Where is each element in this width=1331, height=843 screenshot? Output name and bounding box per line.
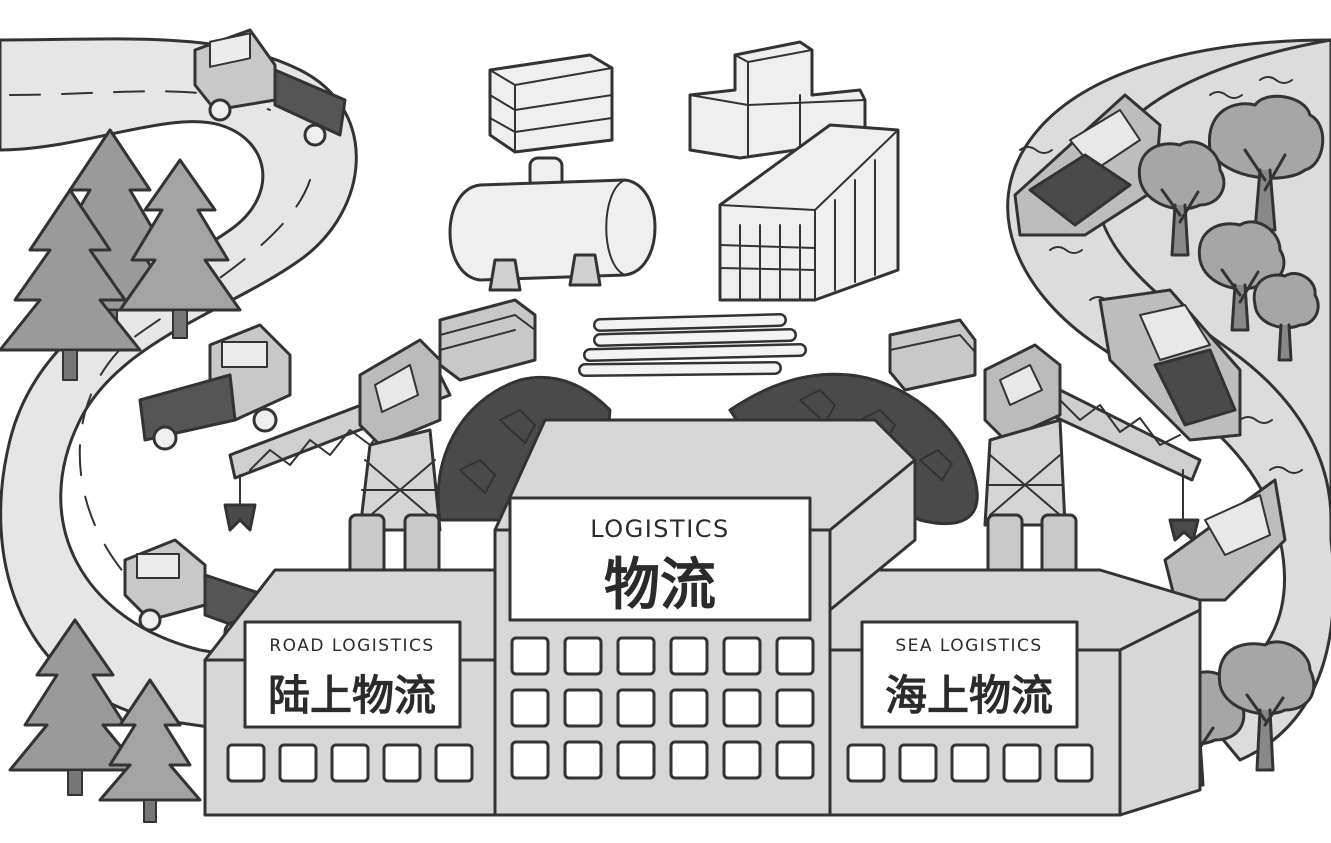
crate-icon: [688, 40, 867, 160]
building-window: [616, 688, 656, 728]
building-window: [1002, 743, 1042, 783]
ship-icon: [1098, 288, 1242, 442]
center-sign: LOGISTICS 物流: [508, 496, 812, 622]
building-window: [382, 743, 422, 783]
building-window: [722, 688, 762, 728]
pine-tree-icon: [98, 678, 202, 823]
ship-icon: [1013, 93, 1162, 237]
oak-tree-icon: [1137, 140, 1226, 257]
truck-icon: [138, 323, 292, 451]
pine-tree-icon: [0, 188, 142, 381]
building-window: [616, 740, 656, 780]
pine-tree-icon: [8, 618, 142, 796]
tank-icon: [448, 156, 657, 292]
building-window: [846, 743, 886, 783]
pipes-icon: [578, 313, 807, 377]
building-window: [1054, 743, 1094, 783]
building-window: [330, 743, 370, 783]
center-sign-en: LOGISTICS: [590, 515, 730, 543]
building-window: [775, 636, 815, 676]
building-window: [563, 740, 603, 780]
container-icon: [718, 123, 900, 302]
building-window: [278, 743, 318, 783]
building-window: [434, 743, 474, 783]
sea-sign-zh: 海上物流: [885, 671, 1053, 720]
building-window: [669, 688, 709, 728]
road-sign: ROAD LOGISTICS 陆上物流: [243, 620, 462, 729]
trucks: [123, 28, 347, 644]
building-window: [510, 740, 550, 780]
sea-sign-en: SEA LOGISTICS: [895, 636, 1042, 656]
pine-tree-icon: [118, 158, 242, 339]
oak-tree-icon: [1208, 94, 1325, 232]
building-window: [950, 743, 990, 783]
sea-sign: SEA LOGISTICS 海上物流: [860, 620, 1079, 729]
building-window: [563, 636, 603, 676]
windows: [226, 636, 1094, 783]
crane-icon: [888, 318, 1202, 542]
center-sign-zh: 物流: [604, 553, 716, 618]
ships: [1013, 93, 1287, 602]
building-window: [616, 636, 656, 676]
pine-trees: [0, 128, 242, 823]
building-window: [669, 636, 709, 676]
building-window: [563, 688, 603, 728]
building-window: [722, 636, 762, 676]
oak-tree-icon: [1217, 640, 1316, 772]
crate-icon: [488, 53, 614, 154]
cargo: [448, 40, 900, 377]
road-sign-zh: 陆上物流: [268, 671, 436, 720]
oak-tree-icon: [1197, 220, 1286, 332]
building-window: [669, 740, 709, 780]
truck-icon: [193, 28, 347, 147]
building-window: [898, 743, 938, 783]
building-window: [775, 688, 815, 728]
building-window: [226, 743, 266, 783]
building-window: [775, 740, 815, 780]
road-sign-en: ROAD LOGISTICS: [269, 636, 434, 656]
building-window: [722, 740, 762, 780]
building-window: [510, 688, 550, 728]
oak-tree-icon: [1252, 271, 1320, 362]
crane-icon: [223, 298, 537, 532]
building-window: [510, 636, 550, 676]
